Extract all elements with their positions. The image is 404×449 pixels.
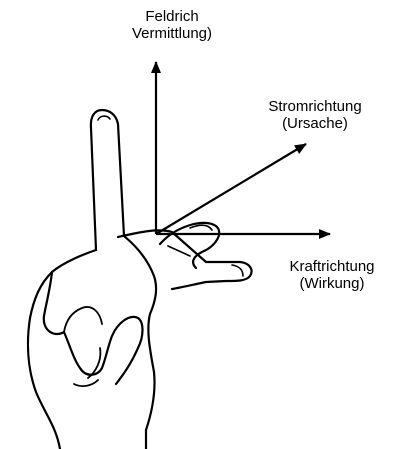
thumb-nail [98, 116, 110, 120]
field-direction-label-line2: Vermittlung) [102, 25, 242, 42]
force-direction-label: Kraftrichtung (Wirkung) [262, 258, 402, 292]
force-direction-label-line1: Kraftrichtung [262, 258, 402, 275]
wrist-outline [28, 318, 60, 449]
index-finger-nail [190, 225, 212, 230]
field-direction-label-line1: Feldrich [102, 8, 242, 25]
current-direction-arrow [156, 144, 306, 234]
current-direction-label-line1: Stromrichtung [240, 98, 390, 115]
curled-fingers-outline [44, 272, 143, 384]
middle-finger-nail [232, 265, 243, 276]
axes [156, 62, 330, 234]
current-direction-label-line2: (Ursache) [240, 115, 390, 132]
field-direction-label: Feldrich Vermittlung) [102, 8, 242, 42]
middle-finger-outline [118, 230, 252, 289]
current-direction-label: Stromrichtung (Ursache) [240, 98, 390, 132]
thumb-outline [91, 110, 124, 250]
force-direction-label-line2: (Wirkung) [262, 275, 402, 292]
finger-crease [168, 246, 190, 256]
hand-illustration [28, 110, 252, 449]
